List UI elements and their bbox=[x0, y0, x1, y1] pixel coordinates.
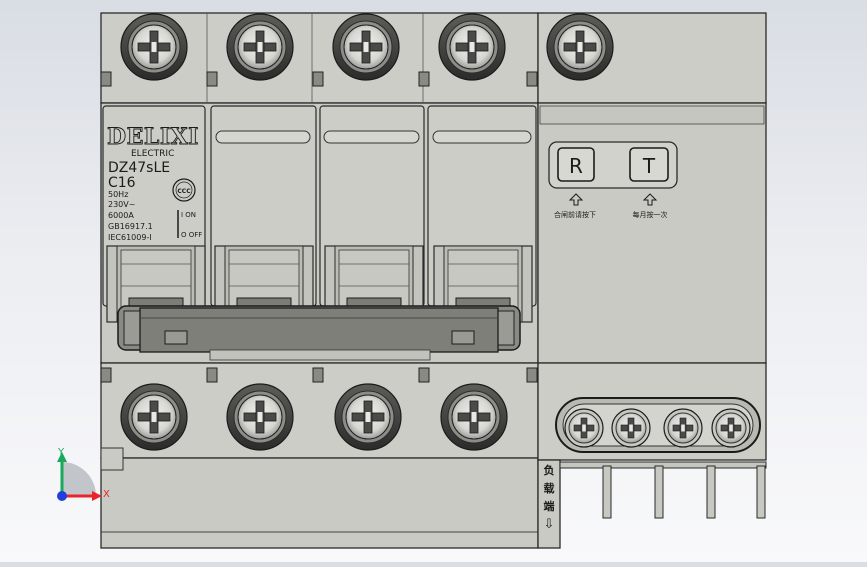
frequency-text: 50Hz bbox=[108, 190, 128, 199]
reset-button[interactable]: R bbox=[557, 147, 595, 182]
screw-terminal-icon[interactable] bbox=[120, 13, 188, 81]
current-rating: C16 bbox=[108, 175, 136, 191]
screw-terminal-icon[interactable] bbox=[611, 408, 651, 448]
screw-terminal-icon[interactable] bbox=[564, 408, 604, 448]
axis-triad-icon: Y X bbox=[57, 447, 110, 501]
screw-terminal-icon[interactable] bbox=[438, 13, 506, 81]
reset-button-label: R bbox=[569, 154, 583, 178]
rating-label: DELIXI ELECTRIC DZ47sLE C16 50Hz 230V~ 6… bbox=[107, 124, 203, 242]
screw-terminal-icon[interactable] bbox=[663, 408, 703, 448]
svg-text:负: 负 bbox=[544, 463, 555, 477]
up-arrow-icon bbox=[642, 193, 658, 206]
screw-terminal-icon[interactable] bbox=[440, 383, 508, 451]
on-label: I ON bbox=[181, 211, 196, 219]
test-button-label: T bbox=[642, 154, 656, 178]
brand-subtitle: ELECTRIC bbox=[131, 149, 174, 159]
screw-terminal-icon[interactable] bbox=[546, 13, 614, 81]
standard-gb-text: GB16917.1 bbox=[108, 222, 153, 231]
rcd-terminal-strip bbox=[555, 397, 761, 453]
trip-bar[interactable] bbox=[117, 305, 521, 361]
ccc-mark-icon: CCC bbox=[172, 178, 196, 202]
load-side-label: 负 载 端 ⇩ bbox=[544, 463, 555, 532]
model-number: DZ47sLE bbox=[108, 160, 170, 176]
screw-terminal-icon[interactable] bbox=[120, 383, 188, 451]
svg-text:端: 端 bbox=[544, 499, 555, 513]
up-arrow-icon bbox=[568, 193, 584, 206]
voltage-text: 230V~ bbox=[108, 200, 135, 209]
reset-caption: 合闸前请按下 bbox=[554, 210, 596, 219]
brand-logo: DELIXI bbox=[107, 124, 199, 150]
load-busbar bbox=[559, 461, 767, 519]
screw-terminal-icon[interactable] bbox=[226, 13, 294, 81]
down-arrow-icon: ⇩ bbox=[544, 517, 555, 532]
breaking-capacity-text: 6000A bbox=[108, 211, 134, 220]
screw-terminal-icon[interactable] bbox=[332, 13, 400, 81]
off-label: O OFF bbox=[181, 231, 202, 239]
screw-terminal-icon[interactable] bbox=[711, 408, 751, 448]
screw-terminal-icon[interactable] bbox=[226, 383, 294, 451]
test-button[interactable]: T bbox=[629, 147, 669, 182]
svg-text:载: 载 bbox=[544, 481, 555, 495]
test-caption: 每月按一次 bbox=[633, 210, 668, 219]
standard-iec-text: IEC61009-I bbox=[108, 233, 152, 242]
y-axis-label: Y bbox=[57, 447, 65, 458]
svg-text:CCC: CCC bbox=[177, 188, 191, 195]
x-axis-label: X bbox=[103, 489, 110, 500]
screw-terminal-icon[interactable] bbox=[334, 383, 402, 451]
